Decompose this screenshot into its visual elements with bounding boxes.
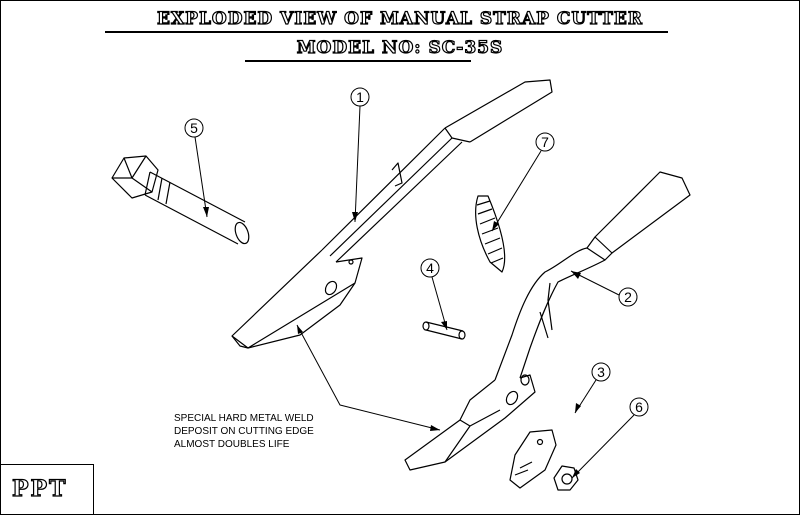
spring-part-7 [475,195,506,273]
note-line: DEPOSIT ON CUTTING EDGE [174,426,314,437]
handle-part-1 [231,79,553,349]
blade-part-3 [509,429,557,489]
handle-part-2 [404,171,691,471]
callout-5: 5 [190,120,198,136]
weld-note: SPECIAL HARD METAL WELD DEPOSIT ON CUTTI… [174,412,314,451]
title-underline [105,31,668,33]
drawing-title: EXPLODED VIEW OF MANUAL STRAP CUTTER [156,8,643,29]
pin-part-4 [422,321,466,340]
model-number: MODEL NO: SC-35S [296,37,504,58]
note-line: SPECIAL HARD METAL WELD [174,413,314,424]
callout-leaders [184,87,649,479]
callout-4: 4 [426,260,434,276]
callout-7: 7 [541,134,549,150]
callout-1: 1 [356,89,364,105]
company-logo: PPT [11,475,68,502]
callout-2: 2 [624,289,632,305]
callout-6: 6 [635,399,643,415]
logo-box [0,464,94,514]
bolt-part-5 [111,155,250,245]
callout-labels: 1 2 3 4 5 6 7 [190,89,643,415]
nut-part-6 [553,465,579,491]
callout-arrowheads [203,207,581,478]
note-line: ALMOST DOUBLES LIFE [174,439,290,450]
model-underline [245,60,471,62]
callout-3: 3 [597,364,605,380]
